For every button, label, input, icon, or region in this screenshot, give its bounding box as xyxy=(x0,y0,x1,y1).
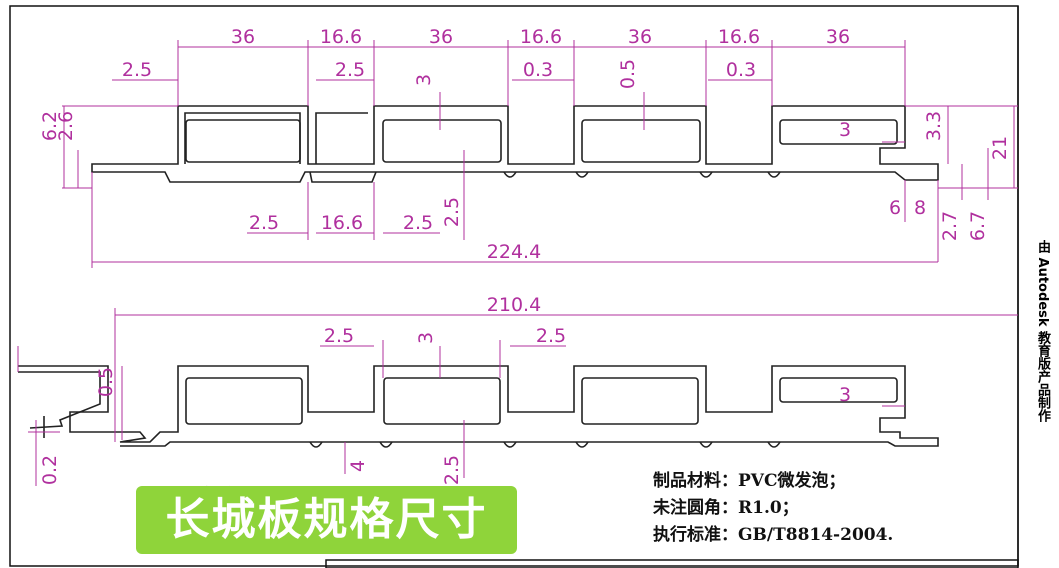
bottom-profile xyxy=(18,365,939,448)
top-profile xyxy=(91,105,939,183)
top-dim-upper-4: 0.3 xyxy=(523,59,553,81)
bottom-profile-outline xyxy=(18,365,939,447)
bottom-cavity-3 xyxy=(581,377,699,425)
top-dim-upper-2: 2.5 xyxy=(335,59,365,81)
top-cavity-4 xyxy=(779,119,898,145)
top-dim-bottom-2: 16.6 xyxy=(321,212,363,234)
top-dim-left-1: 6.2 xyxy=(39,111,61,141)
bottom-overall-width: 210.4 xyxy=(487,294,541,316)
bottom-dim-upper-1: 2.5 xyxy=(324,325,354,347)
top-dim-right-3: 21 xyxy=(989,136,1011,160)
top-dim-pitch-4: 16.6 xyxy=(520,26,562,48)
top-dim-right-7: 6.7 xyxy=(967,211,989,241)
bottom-cavity-1 xyxy=(185,377,303,425)
bottom-dim-left-1: 0.5 xyxy=(95,367,117,397)
bottom-profile-grooves xyxy=(309,441,781,448)
top-cavity-2 xyxy=(382,119,502,163)
bottom-profile-edge xyxy=(18,371,101,438)
bottom-dim-upper-3: 2.5 xyxy=(536,325,566,347)
top-overall-width: 224.4 xyxy=(487,241,541,263)
bottom-dim-right-1: 3 xyxy=(839,384,851,406)
title-banner: 长城板规格尺寸 xyxy=(136,486,517,554)
top-dim-right-1: 3 xyxy=(839,119,851,141)
note-standard: 执行标准：GB/T8814-2004. xyxy=(653,525,894,545)
top-dim-right-6: 2.7 xyxy=(939,211,961,241)
bottom-dim-bottom-2: 2.5 xyxy=(441,455,463,485)
top-dim-right-5: 8 xyxy=(914,197,926,219)
top-dim-upper-1: 2.5 xyxy=(122,59,152,81)
top-dim-bottom-3: 2.5 xyxy=(403,212,433,234)
top-dim-pitch-1: 36 xyxy=(231,26,255,48)
top-profile-inner-2 xyxy=(315,112,368,164)
title-block-edge xyxy=(325,559,1019,568)
spec-notes: 制品材料：PVC微发泡； 未注圆角：R1.0； 执行标准：GB/T8814-20… xyxy=(653,468,893,549)
top-dim-bottom-1: 2.5 xyxy=(249,212,279,234)
top-dim-upper-3: 3 xyxy=(413,74,435,86)
top-dim-left-2: 2.6 xyxy=(55,111,77,141)
bottom-dim-left-2: 0.2 xyxy=(39,455,61,485)
note-fillet: 未注圆角：R1.0； xyxy=(653,498,799,518)
top-dim-upper-6: 0.3 xyxy=(726,59,756,81)
top-dim-pitch-3: 36 xyxy=(429,26,453,48)
bottom-cavity-2 xyxy=(383,377,501,425)
bottom-dimension-lines xyxy=(17,308,1018,486)
top-profile-grooves xyxy=(309,171,781,183)
bottom-cavity-4 xyxy=(779,377,898,403)
top-cavity-1 xyxy=(185,119,301,163)
bottom-dim-bottom-1: 4 xyxy=(347,460,369,472)
top-dim-pitch-2: 16.6 xyxy=(320,26,362,48)
top-dim-bottom-4: 2.5 xyxy=(441,197,463,227)
top-dim-upper-5: 0.5 xyxy=(617,59,639,89)
top-dimension-lines xyxy=(62,40,1018,268)
top-dim-pitch-5: 36 xyxy=(628,26,652,48)
bottom-dim-upper-2: 3 xyxy=(415,332,437,344)
top-dim-pitch-7: 36 xyxy=(826,26,850,48)
top-dim-pitch-6: 16.6 xyxy=(718,26,760,48)
top-dim-right-2: 3.3 xyxy=(923,111,945,141)
top-dim-right-4: 6 xyxy=(889,197,901,219)
top-cavity-3 xyxy=(581,119,701,163)
note-material: 制品材料：PVC微发泡； xyxy=(653,471,846,491)
autodesk-watermark: 由 Autodesk 教育版产品制作 xyxy=(1035,240,1050,423)
